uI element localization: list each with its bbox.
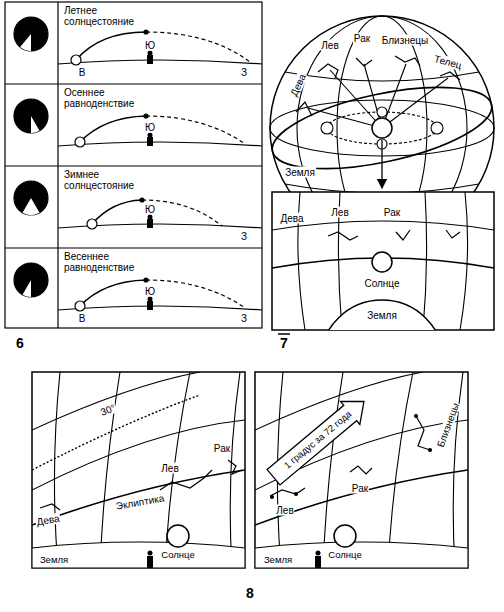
season-title: Осеннее равноденствие bbox=[63, 87, 165, 109]
body-name: Солнце bbox=[363, 278, 400, 289]
compass-letter: Ю bbox=[144, 204, 156, 215]
compass-letter: З bbox=[240, 231, 248, 242]
constellation-name: Лев bbox=[160, 463, 179, 474]
body-name: Земля bbox=[284, 167, 316, 178]
season-title: Зимнее солнцестояние bbox=[63, 169, 165, 191]
constellation-name: Дева bbox=[279, 213, 304, 224]
body-name: Земля bbox=[263, 555, 293, 565]
constellation-name: Рак bbox=[351, 483, 369, 494]
season-panels bbox=[5, 2, 262, 328]
constellation-name: Лев bbox=[275, 505, 294, 516]
sky-view-right bbox=[255, 372, 468, 568]
body-name: Солнце bbox=[160, 550, 195, 560]
figure-number: 8 bbox=[246, 586, 254, 601]
constellation-name: Лев bbox=[320, 40, 339, 51]
constellation-name: Лев bbox=[330, 207, 349, 218]
body-name: Земля bbox=[39, 555, 69, 565]
constellation-name: Рак bbox=[213, 443, 231, 454]
constellation-name: Близнецы bbox=[381, 35, 429, 46]
season-title: Летнее солнцестояние bbox=[63, 5, 165, 27]
season-title: Весеннее равноденствие bbox=[63, 251, 165, 273]
compass-letter: В bbox=[78, 313, 87, 324]
compass-letter: З bbox=[240, 67, 248, 78]
constellation-name: Рак bbox=[353, 33, 371, 44]
figure-number: 6 bbox=[16, 336, 24, 351]
constellation-name: Рак bbox=[383, 207, 401, 218]
sky-view-left bbox=[32, 372, 245, 568]
compass-letter: В bbox=[78, 67, 87, 78]
body-name: Земля bbox=[366, 310, 398, 321]
figure-number: 7 bbox=[280, 336, 288, 351]
compass-letter: Ю bbox=[144, 40, 156, 51]
compass-letter: Ю bbox=[144, 286, 156, 297]
compass-letter: З bbox=[240, 313, 248, 324]
compass-letter: Ю bbox=[144, 122, 156, 133]
body-name: Солнце bbox=[327, 550, 362, 560]
